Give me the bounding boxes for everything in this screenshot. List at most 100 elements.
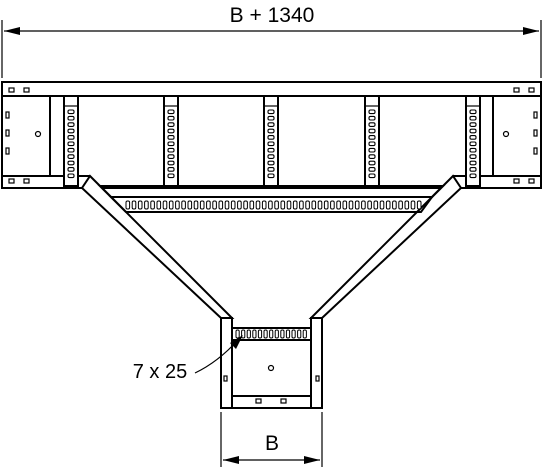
perforation-slot [305, 200, 310, 210]
rung-slot [368, 154, 376, 159]
perforation-slot [398, 200, 403, 210]
perforation-slot [224, 200, 230, 210]
rung-slot [67, 128, 75, 134]
rung-slot [167, 115, 175, 121]
perforation-slot [162, 200, 168, 210]
rung-slot [368, 135, 376, 140]
end-slot [533, 111, 538, 119]
outlet-perforation-slot [280, 329, 285, 339]
rung-slot [469, 135, 477, 140]
rail-hole [528, 178, 535, 184]
perforation-slot [168, 200, 174, 210]
outlet-perforation-slots [235, 329, 307, 339]
outlet-perforation-slot [235, 329, 240, 339]
rung-slot [167, 128, 175, 134]
rung-slot [167, 173, 175, 179]
rung-slot [469, 115, 477, 121]
perforation-slot [218, 200, 224, 210]
outlet-slot [280, 398, 287, 404]
perforation-slot [317, 200, 323, 210]
perforation-slot [175, 200, 180, 210]
outlet-perforation-slot [252, 329, 257, 339]
perforation-slot [187, 200, 193, 210]
outlet-perforation-slot [297, 329, 302, 339]
rung-slot [167, 154, 175, 159]
rung-slot [67, 147, 75, 153]
perforation-slot [137, 200, 143, 210]
slot-callout-label: 7 x 25 [133, 361, 187, 383]
rung-slot [167, 109, 175, 115]
perforation-slot [255, 200, 261, 210]
rung-slot [67, 167, 75, 172]
perforated-strip [108, 196, 434, 213]
rung-slot [469, 147, 477, 153]
perforation-slot [286, 200, 292, 210]
outlet-side-slot [223, 375, 228, 382]
rung-slot [167, 122, 175, 127]
perforation-slot [144, 200, 149, 210]
overall-width-label: B + 1340 [230, 4, 315, 27]
rung-slot [67, 109, 75, 115]
rung-slot [267, 167, 275, 172]
slot-callout: 7 x 25 [133, 335, 243, 383]
rung-slot [67, 135, 75, 140]
rail-hole [513, 178, 520, 184]
rung-slot [267, 128, 275, 134]
dim-arrow-right [523, 27, 539, 35]
outlet-perforation-slot [246, 329, 251, 339]
outlet-slot [255, 398, 262, 404]
perforation-slot [416, 200, 422, 210]
perforation-slot [249, 200, 255, 210]
perforation-slot [348, 200, 354, 210]
dim-arrow-left [4, 27, 20, 35]
perforation-slot [243, 200, 248, 210]
rung-slot [67, 154, 75, 159]
perforation-slot [299, 200, 304, 210]
end-slot [533, 147, 538, 155]
perforation-slot [330, 200, 335, 210]
dim-arrow-b-left [223, 456, 239, 464]
perforation-slot [125, 200, 131, 210]
end-slot [5, 129, 10, 137]
perforation-slot [280, 200, 286, 210]
rung-slot [368, 147, 376, 153]
outlet-perforated-strip [231, 327, 312, 341]
tee-branch [80, 174, 463, 409]
rung-slot [67, 160, 75, 166]
perforation-slot [385, 200, 391, 210]
perforation-slot [367, 200, 372, 210]
overall-dimension: B + 1340 [1, 4, 542, 78]
outlet-right-wall [310, 317, 323, 409]
rung-slot [368, 160, 376, 166]
rail-hole [8, 87, 15, 93]
rail-hole [528, 87, 535, 93]
rail-hole [23, 178, 30, 184]
end-slot [5, 147, 10, 155]
outlet-perforation-slot [269, 329, 274, 339]
end-slot [533, 129, 538, 137]
rung-slot [267, 160, 275, 166]
perforation-slot [361, 200, 366, 210]
outlet-perforation-slot [263, 329, 268, 339]
rung-slot [167, 160, 175, 166]
rail-hole [23, 87, 30, 93]
perforation-slot [404, 200, 410, 210]
rung-slot [67, 122, 75, 127]
outlet-dimension: B [220, 412, 323, 467]
rung-slot [368, 141, 376, 147]
rung-slot [167, 167, 175, 172]
ladder-rungs [63, 95, 481, 187]
perforation-slot [212, 200, 217, 210]
rung-slot [67, 115, 75, 121]
rung-slot [368, 173, 376, 179]
perforation-slot [237, 200, 242, 210]
perforation-slot [131, 200, 137, 210]
rung-slot [267, 109, 275, 115]
outlet-perforation-slot [285, 329, 291, 339]
rail-hole [8, 178, 15, 184]
rung-slot [469, 173, 477, 179]
main-ladder [1, 81, 542, 189]
perforation-slot [193, 200, 199, 210]
perforation-slot [156, 200, 162, 210]
